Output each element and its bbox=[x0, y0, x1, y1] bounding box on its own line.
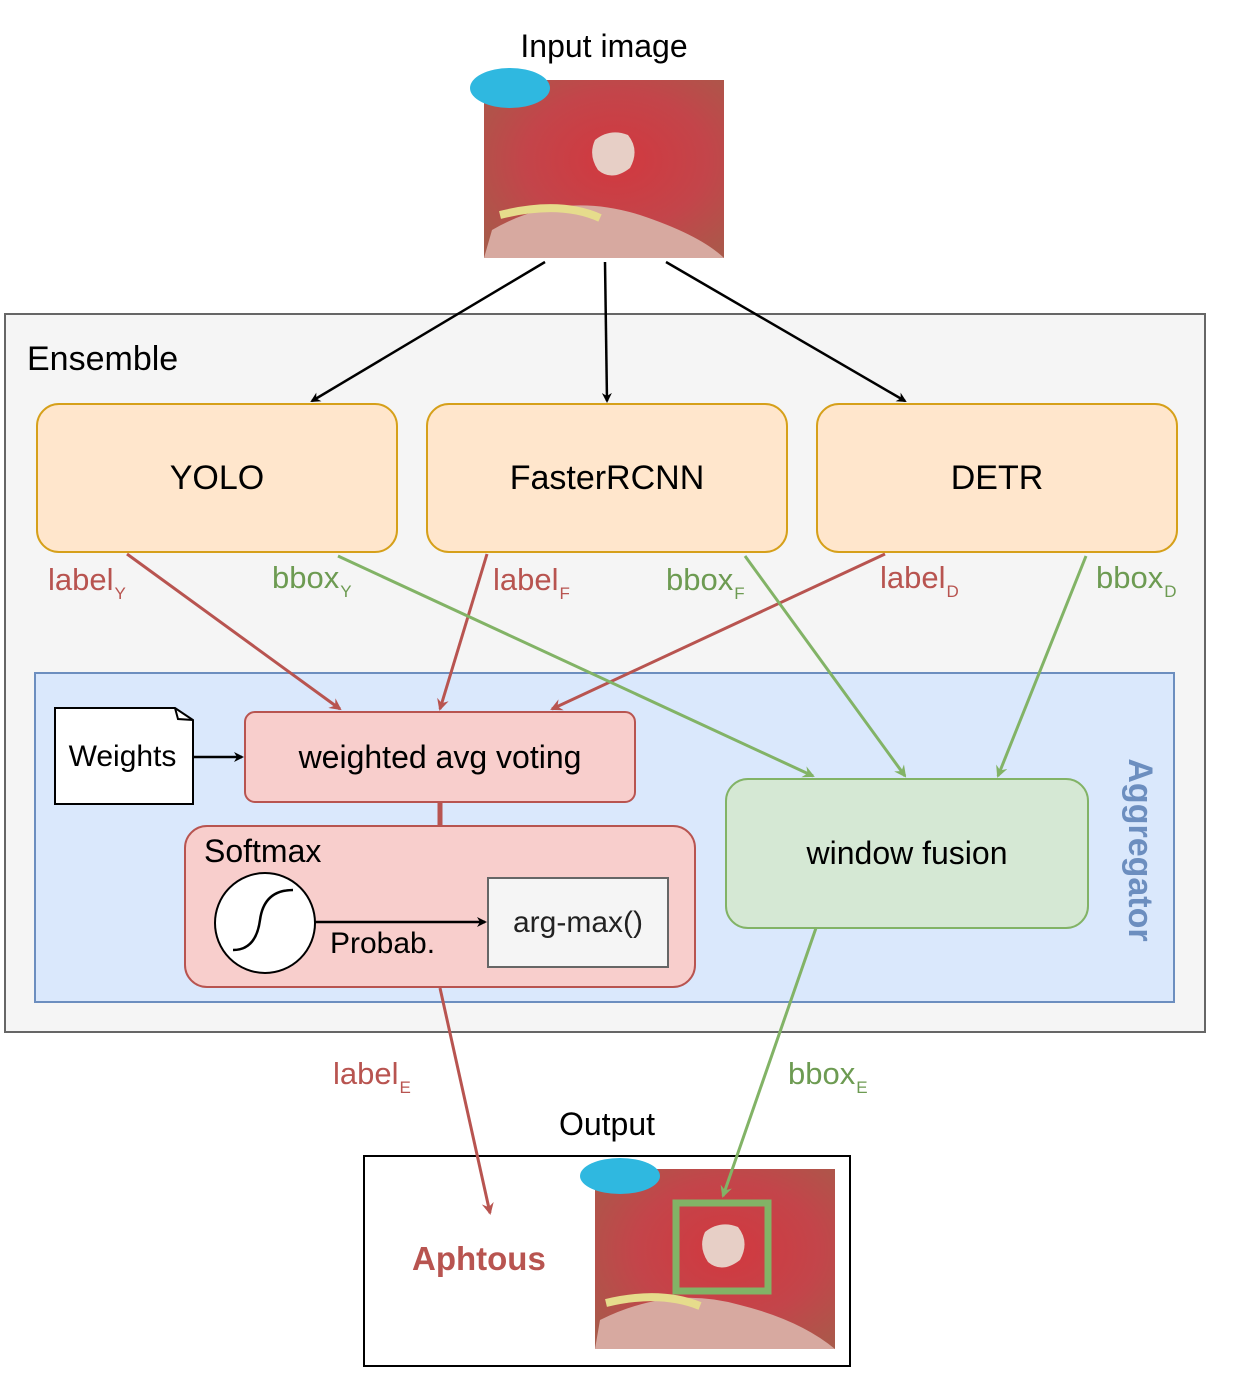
fusion-box[interactable] bbox=[725, 778, 1089, 929]
predicted-bbox bbox=[672, 1199, 772, 1295]
weights-label: Weights bbox=[68, 740, 177, 773]
input-image bbox=[470, 68, 724, 258]
edge-bbox-f: bboxF bbox=[666, 562, 745, 603]
output-title: Output bbox=[558, 1106, 656, 1142]
yolo-box[interactable] bbox=[36, 403, 398, 553]
voting-label: weighted avg voting bbox=[298, 738, 582, 775]
edge-label-f: labelF bbox=[493, 562, 570, 603]
input-image-title: Input image bbox=[520, 28, 688, 64]
sigmoid-icon bbox=[214, 872, 316, 974]
detr-label: DETR bbox=[950, 458, 1044, 497]
fasterrcnn-label: FasterRCNN bbox=[509, 458, 705, 497]
edge-label-y: labelY bbox=[48, 562, 126, 603]
edge-bbox-e: bboxE bbox=[788, 1056, 868, 1097]
edge-bbox-y: bboxY bbox=[272, 560, 352, 601]
edge-label-d: labelD bbox=[880, 560, 959, 601]
argmax-box[interactable] bbox=[487, 877, 669, 968]
aggregator-title: Aggregator bbox=[1121, 758, 1159, 942]
edge-label-e: labelE bbox=[333, 1056, 411, 1097]
yolo-label: YOLO bbox=[169, 458, 265, 497]
weights-document bbox=[54, 707, 194, 805]
ensemble-title: Ensemble bbox=[27, 340, 179, 378]
detr-box[interactable] bbox=[816, 403, 1178, 553]
argmax-label: arg-max() bbox=[512, 905, 643, 939]
probab-label: Probab. bbox=[330, 927, 436, 960]
output-class-label: Aphtous bbox=[412, 1240, 546, 1277]
fasterrcnn-box[interactable] bbox=[426, 403, 788, 553]
fusion-label: window fusion bbox=[806, 835, 1008, 871]
softmax-label: Softmax bbox=[204, 833, 322, 869]
output-image bbox=[580, 1158, 835, 1349]
edge-bbox-d: bboxD bbox=[1096, 560, 1177, 601]
